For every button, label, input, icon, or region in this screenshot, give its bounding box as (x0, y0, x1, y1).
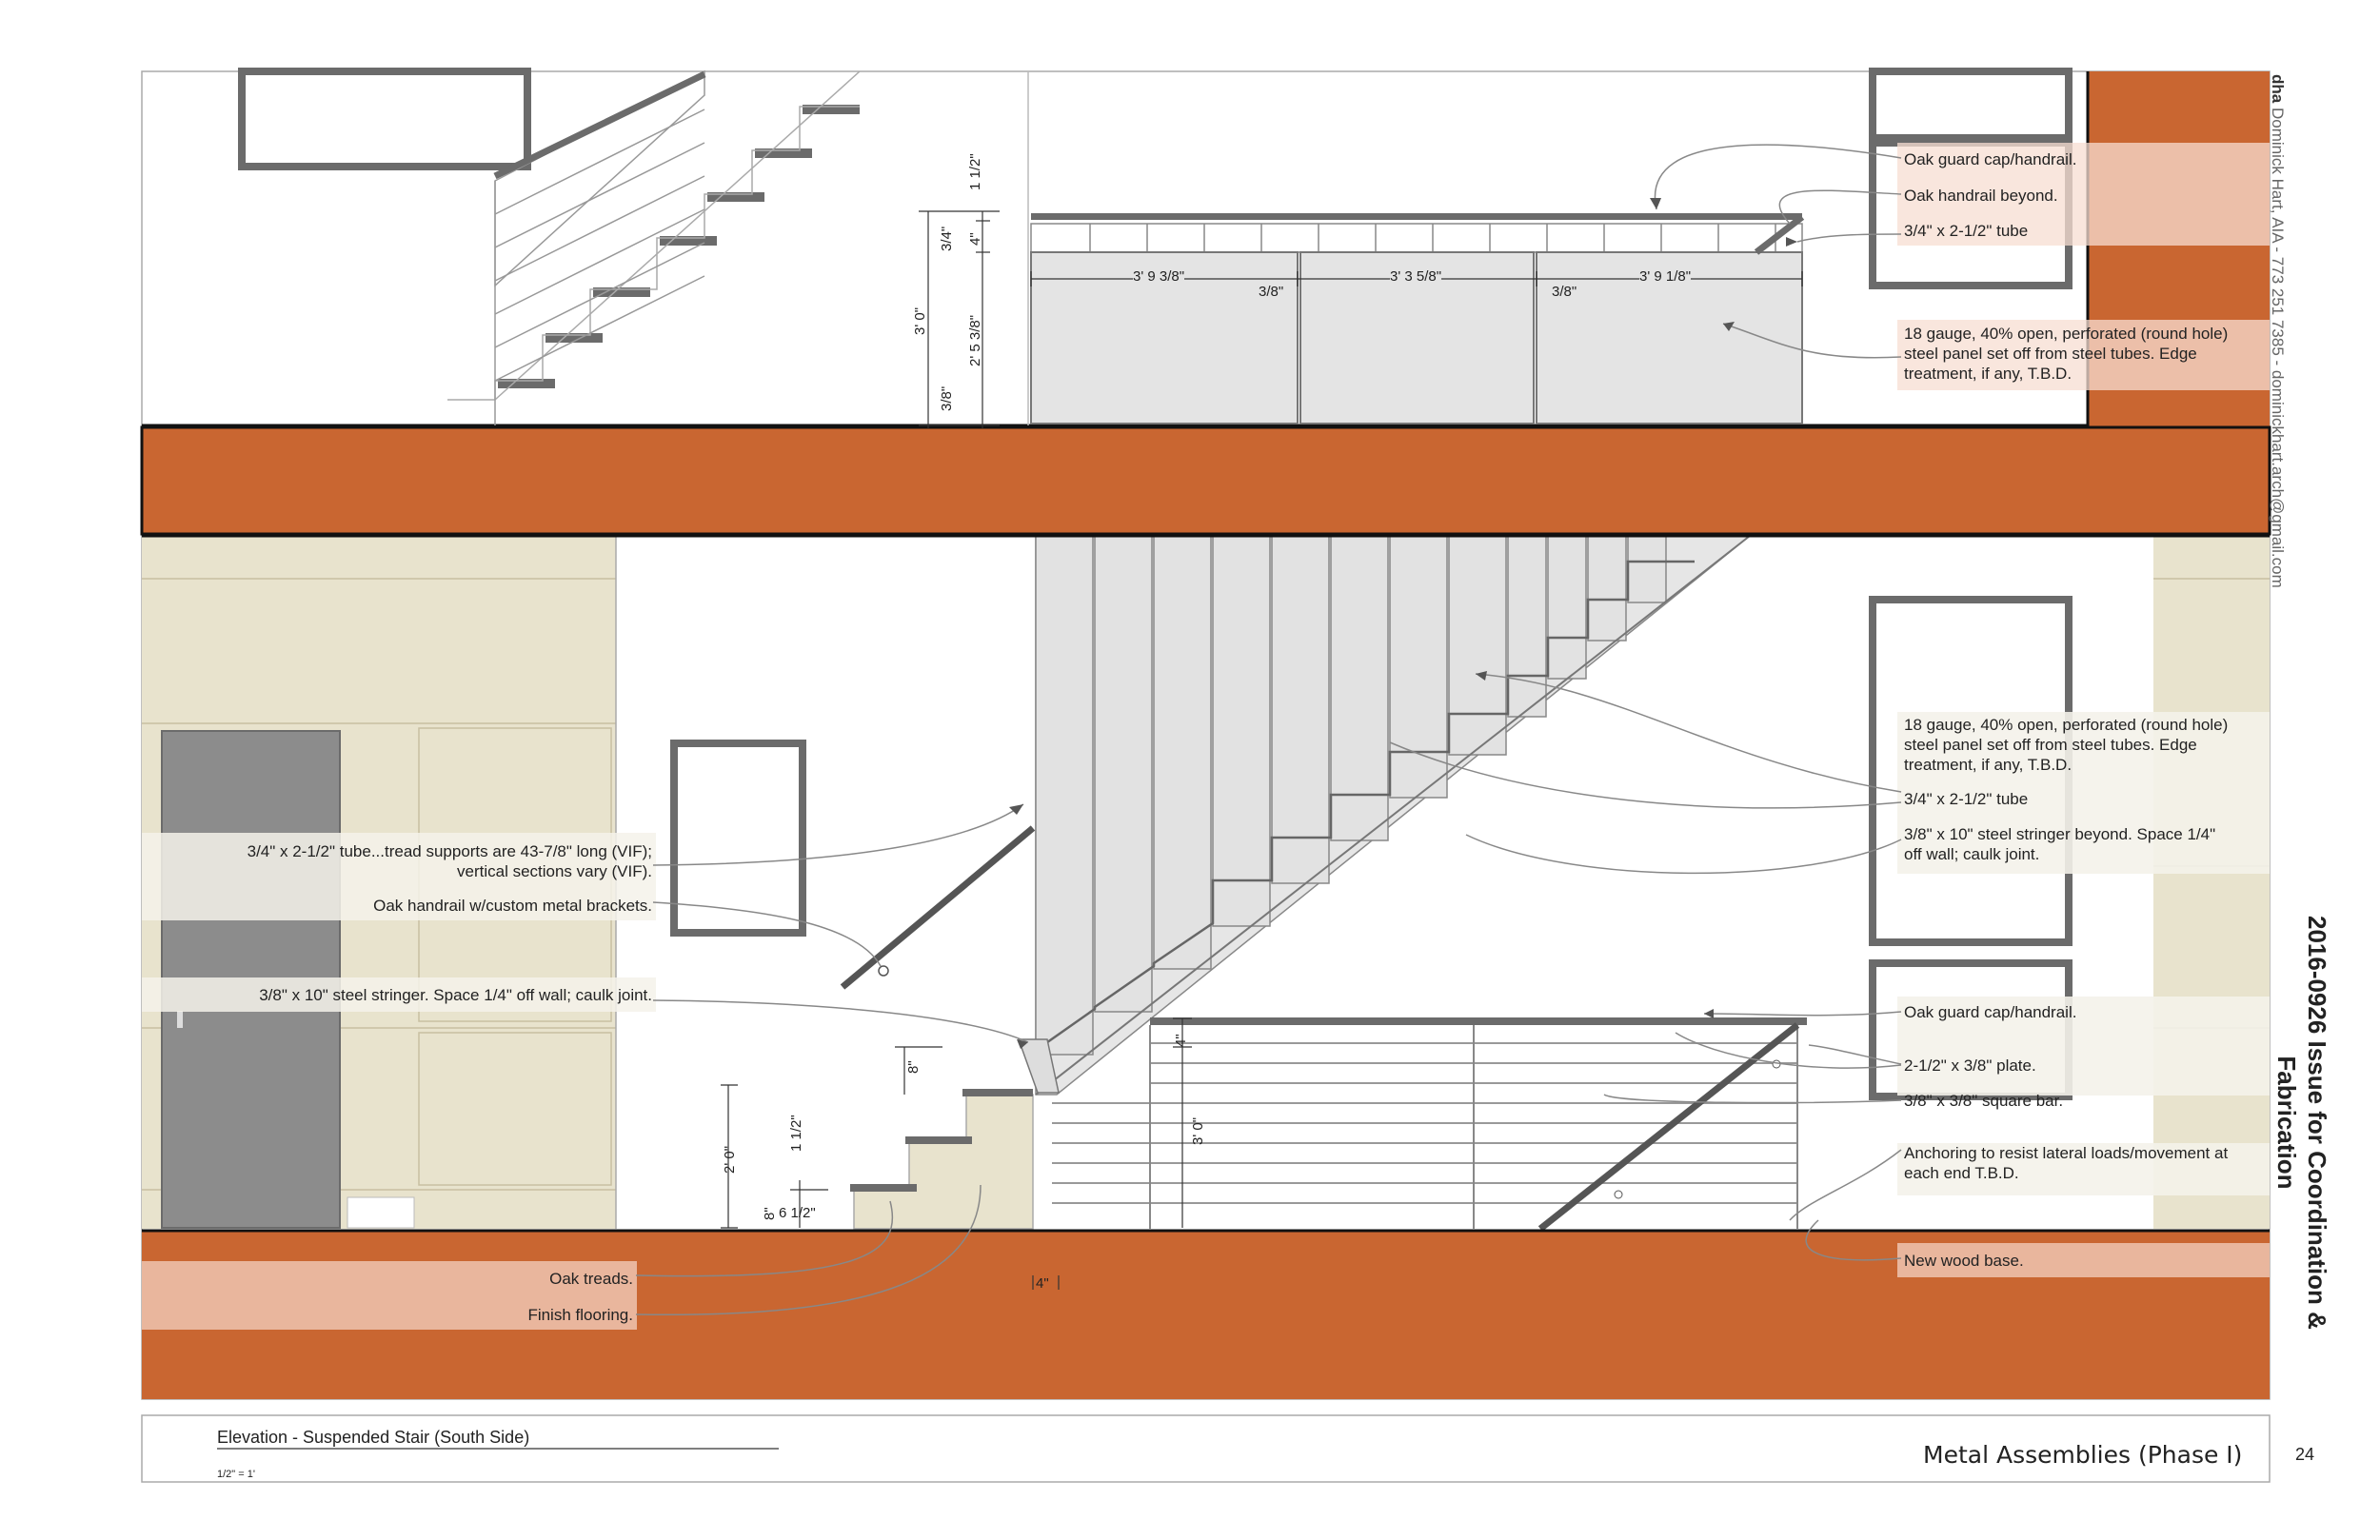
issue-line-2: Fabrication (2272, 1056, 2301, 1190)
note-lower-wood-base: New wood base. (1904, 1252, 2024, 1270)
lower-guard (1052, 1017, 1807, 1232)
note-lower-guard-cap: Oak guard cap/handrail. (1904, 1003, 2077, 1021)
dim-lower-tread-nosing: 1 1/2" (788, 1115, 804, 1152)
dim-lower-tread: 6 1/2" (779, 1205, 816, 1221)
leader-arrows (1009, 198, 1797, 1049)
dim-upper-gap-2: 3/8" (1552, 284, 1577, 300)
dim-upper-cap: 1 1/2" (967, 153, 983, 190)
note-lower-plate: 2-1/2" x 3/8" plate. (1904, 1056, 2036, 1075)
drawing-caption: Elevation - Suspended Stair (South Side) (217, 1428, 530, 1447)
upper-stair-handrail (493, 70, 706, 180)
upper-guard (1030, 213, 1805, 424)
door-handle (177, 1011, 183, 1028)
dim-upper-width-1: 3' 9 3/8" (1133, 268, 1185, 285)
lower-right-wall (2153, 536, 2270, 1229)
upper-stair-stringer (447, 70, 861, 401)
dim-upper-rail-height: 3' 0" (912, 306, 928, 335)
outlet-box (347, 1196, 415, 1229)
upper-left-window (238, 68, 531, 170)
note-lower-square-bar: 3/8" x 3/8" square bar. (1904, 1092, 2064, 1110)
note-lower-stringer: 3/8" x 10" steel stringer. Space 1/4" of… (259, 986, 652, 1004)
note-upper-tube: 3/4" x 2-1/2" tube (1904, 222, 2029, 240)
upper-right-window-top (1869, 68, 2073, 142)
dim-lower-first-flight: 2' 0" (722, 1145, 738, 1174)
note-lower-panel: 18 gauge, 40% open, perforated (round ho… (1904, 716, 2229, 774)
dim-upper-tube-depth: 3/4" (939, 226, 955, 251)
note-lower-tube-supports: 3/4" x 2-1/2" tube...tread supports are … (247, 842, 652, 880)
note-upper-guard-cap: Oak guard cap/handrail. (1904, 150, 2077, 168)
dim-upper-base-gap: 3/8" (939, 385, 955, 411)
firm-credit: dha Dominick Hart, AIA - 773 251 7385 - … (2268, 74, 2287, 588)
page-number: 24 (2295, 1445, 2315, 1464)
upper-stair (498, 105, 860, 388)
lower-left-window (670, 740, 806, 937)
upper-stair-guard (494, 69, 705, 425)
note-upper-panel: 18 gauge, 40% open, perforated (round ho… (1904, 325, 2229, 383)
drawing-scale: 1/2" = 1' (217, 1469, 255, 1480)
note-lower-anchoring: Anchoring to resist lateral loads/moveme… (1904, 1144, 2229, 1182)
note-lower-tube: 3/4" x 2-1/2" tube (1904, 790, 2029, 808)
oak-handrail (840, 825, 1036, 990)
dim-lower-stringer-offset: 4" (1036, 1275, 1049, 1292)
dim-lower-riser-small: 8" (762, 1207, 778, 1220)
dim-upper-panel-height: 2' 5 3/8" (967, 314, 983, 366)
dim-upper-width-2: 3' 3 5/8" (1390, 268, 1442, 285)
suspended-stair (1017, 535, 1753, 1096)
note-upper-handrail-beyond: Oak handrail beyond. (1904, 187, 2058, 205)
floor-slab (140, 425, 2271, 536)
note-lower-stringer-beyond: 3/8" x 10" steel stringer beyond. Space … (1904, 825, 2216, 863)
title-block-frame (141, 1414, 2271, 1483)
issue-line-1: 2016-0926 Issue for Coordination & (2303, 916, 2331, 1330)
handrail-bracket (878, 965, 889, 977)
callout-bands (142, 143, 2270, 1330)
note-lower-oak-treads: Oak treads. (549, 1270, 633, 1288)
firm-contact: Dominick Hart, AIA - 773 251 7385 - domi… (2269, 107, 2287, 588)
issue-stamp: 2016-0926 Issue for Coordination &Fabric… (2271, 916, 2332, 1330)
firm-mark: dha (2269, 74, 2287, 104)
dim-lower-guard-height: 3' 0" (1190, 1116, 1206, 1145)
dim-upper-gap-1: 3/8" (1259, 284, 1284, 300)
dim-lower-cap-offset: 4" (1173, 1034, 1189, 1047)
sheet-title: Metal Assemblies (Phase I) (1923, 1441, 2243, 1469)
dim-upper-width-3: 3' 9 1/8" (1639, 268, 1692, 285)
note-lower-handrail: Oak handrail w/custom metal brackets. (373, 897, 652, 915)
leader-lines (635, 144, 1902, 1316)
dim-upper-offset: 4" (967, 232, 983, 246)
note-lower-finish-flooring: Finish flooring. (527, 1306, 633, 1324)
dim-lower-riser: 8" (905, 1060, 922, 1074)
lower-stair (850, 1089, 1034, 1230)
